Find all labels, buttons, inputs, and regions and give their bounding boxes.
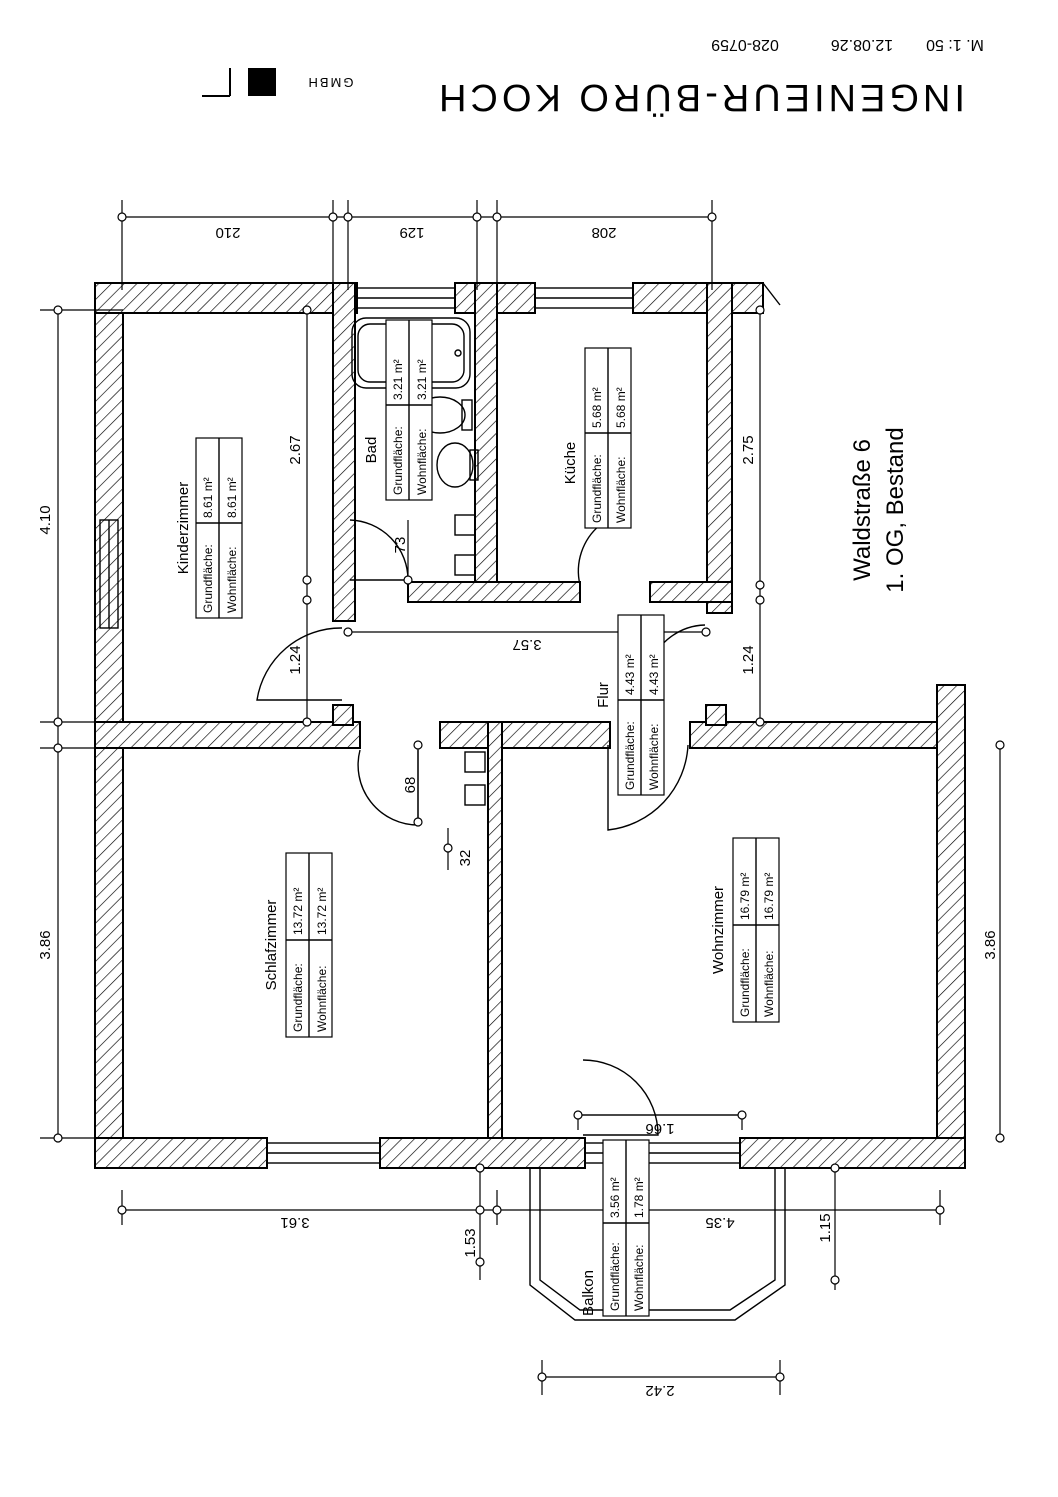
label-grund: Grundfläche: [623,721,637,790]
dim-bottom-435: 4.35 [705,1214,734,1231]
room-name: Küche [562,442,579,485]
label-wohn: Wohnfläche: [415,429,429,496]
room-kueche: Küche Grundfläche: 5.68 m² Wohnfläche: 5… [562,347,632,529]
value-grund: 4.43 m² [623,654,637,695]
label-grund: Grundfläche: [291,963,305,1032]
dim-inner-124a: 1.24 [287,645,304,674]
value-grund: 8.61 m² [201,477,215,518]
room-name: Kinderzimmer [175,482,192,575]
room-name: Schlafzimmer [263,900,280,991]
room-name: Flur [595,682,612,708]
label-wohn: Wohnfläche: [315,966,329,1033]
value-wohn: 8.61 m² [225,477,239,518]
label-grund: Grundfläche: [201,544,215,613]
dim-inner-124b: 1.24 [740,645,757,674]
room-bad: Bad Grundfläche: 3.21 m² Wohnfläche: 3.2… [363,319,433,501]
company-name: INGENIEUR-BÜRO KOCH [435,76,965,118]
dim-top-2: 129 [399,224,424,241]
balcony [529,1168,786,1321]
value-wohn: 16.79 m² [762,873,776,920]
dim-inner-73: 73 [392,537,409,554]
title-block: INGENIEUR-BÜRO KOCH GMBH 028-0759 12.08.… [202,36,984,118]
room-flur: Flur Grundfläche: 4.43 m² Wohnfläche: 4.… [595,614,665,796]
room-wohnzimmer: Wohnzimmer Grundfläche: 16.79 m² Wohnflä… [710,837,780,1023]
plan-title: Waldstraße 6 1. OG, Bestand [849,427,909,592]
dim-inner-68: 68 [402,777,419,794]
dim-inner-275: 2.75 [740,435,757,464]
room-schlafzimmer: Schlafzimmer Grundfläche: 13.72 m² Wohnf… [263,852,333,1038]
label-grund: Grundfläche: [608,1242,622,1311]
toilet-icon [436,442,474,488]
value-grund: 3.56 m² [608,1177,622,1218]
value-wohn: 13.72 m² [315,888,329,935]
plan-number: 028-0759 [711,36,779,53]
label-wohn: Wohnfläche: [762,951,776,1018]
logo-block-icon [248,68,276,96]
shaft-icon [454,514,476,536]
room-name: Balkon [580,1270,597,1316]
room-name: Bad [363,437,380,464]
dim-right-1: 3.86 [982,930,999,959]
value-grund: 16.79 m² [738,873,752,920]
label-wohn: Wohnfläche: [225,547,239,614]
label-grund: Grundfläche: [391,426,405,495]
dim-inner-32: 32 [457,850,474,867]
dimension-labels: 210 129 208 4.10 3.86 2.67 2.75 1.24 1.2… [37,224,999,1399]
floor-state: 1. OG, Bestand [882,427,909,592]
value-grund: 5.68 m² [590,387,604,428]
value-wohn: 1.78 m² [632,1177,646,1218]
dim-inner-357: 3.57 [512,636,541,653]
value-grund: 13.72 m² [291,888,305,935]
plan-date: 12.08.26 [831,36,893,53]
value-wohn: 4.43 m² [647,654,661,695]
dim-bottom-153: 1.53 [462,1228,479,1257]
dim-left-2: 3.86 [37,930,54,959]
label-wohn: Wohnfläche: [632,1245,646,1312]
dim-left-1: 4.10 [37,505,54,534]
windows [99,282,781,1164]
label-wohn: Wohnfläche: [647,724,661,791]
dim-bottom-166: 1.66 [645,1120,674,1137]
dim-bottom-242: 2.42 [645,1382,674,1399]
dim-bottom-361: 3.61 [280,1214,309,1231]
room-name: Wohnzimmer [710,886,727,974]
dim-top-3: 208 [591,224,616,241]
value-grund: 3.21 m² [391,359,405,400]
dim-bottom-115: 1.15 [817,1213,834,1242]
dim-inner-267: 2.67 [287,435,304,464]
plan-scale: M. 1: 50 [926,36,984,53]
room-kinderzimmer: Kinderzimmer Grundfläche: 8.61 m² Wohnfl… [175,437,243,619]
label-grund: Grundfläche: [590,454,604,523]
room-balkon: Balkon Grundfläche: 3.56 m² Wohnfläche: … [580,1139,650,1317]
value-wohn: 3.21 m² [415,359,429,400]
doors [256,519,706,1136]
label-grund: Grundfläche: [738,948,752,1017]
address: Waldstraße 6 [849,439,876,581]
dimension-lines [40,200,1005,1395]
walls [94,282,966,1169]
logo-corner-icon [202,68,231,97]
dim-top-1: 210 [215,224,240,241]
label-wohn: Wohnfläche: [614,457,628,524]
company-suffix: GMBH [307,75,354,90]
value-wohn: 5.68 m² [614,387,628,428]
